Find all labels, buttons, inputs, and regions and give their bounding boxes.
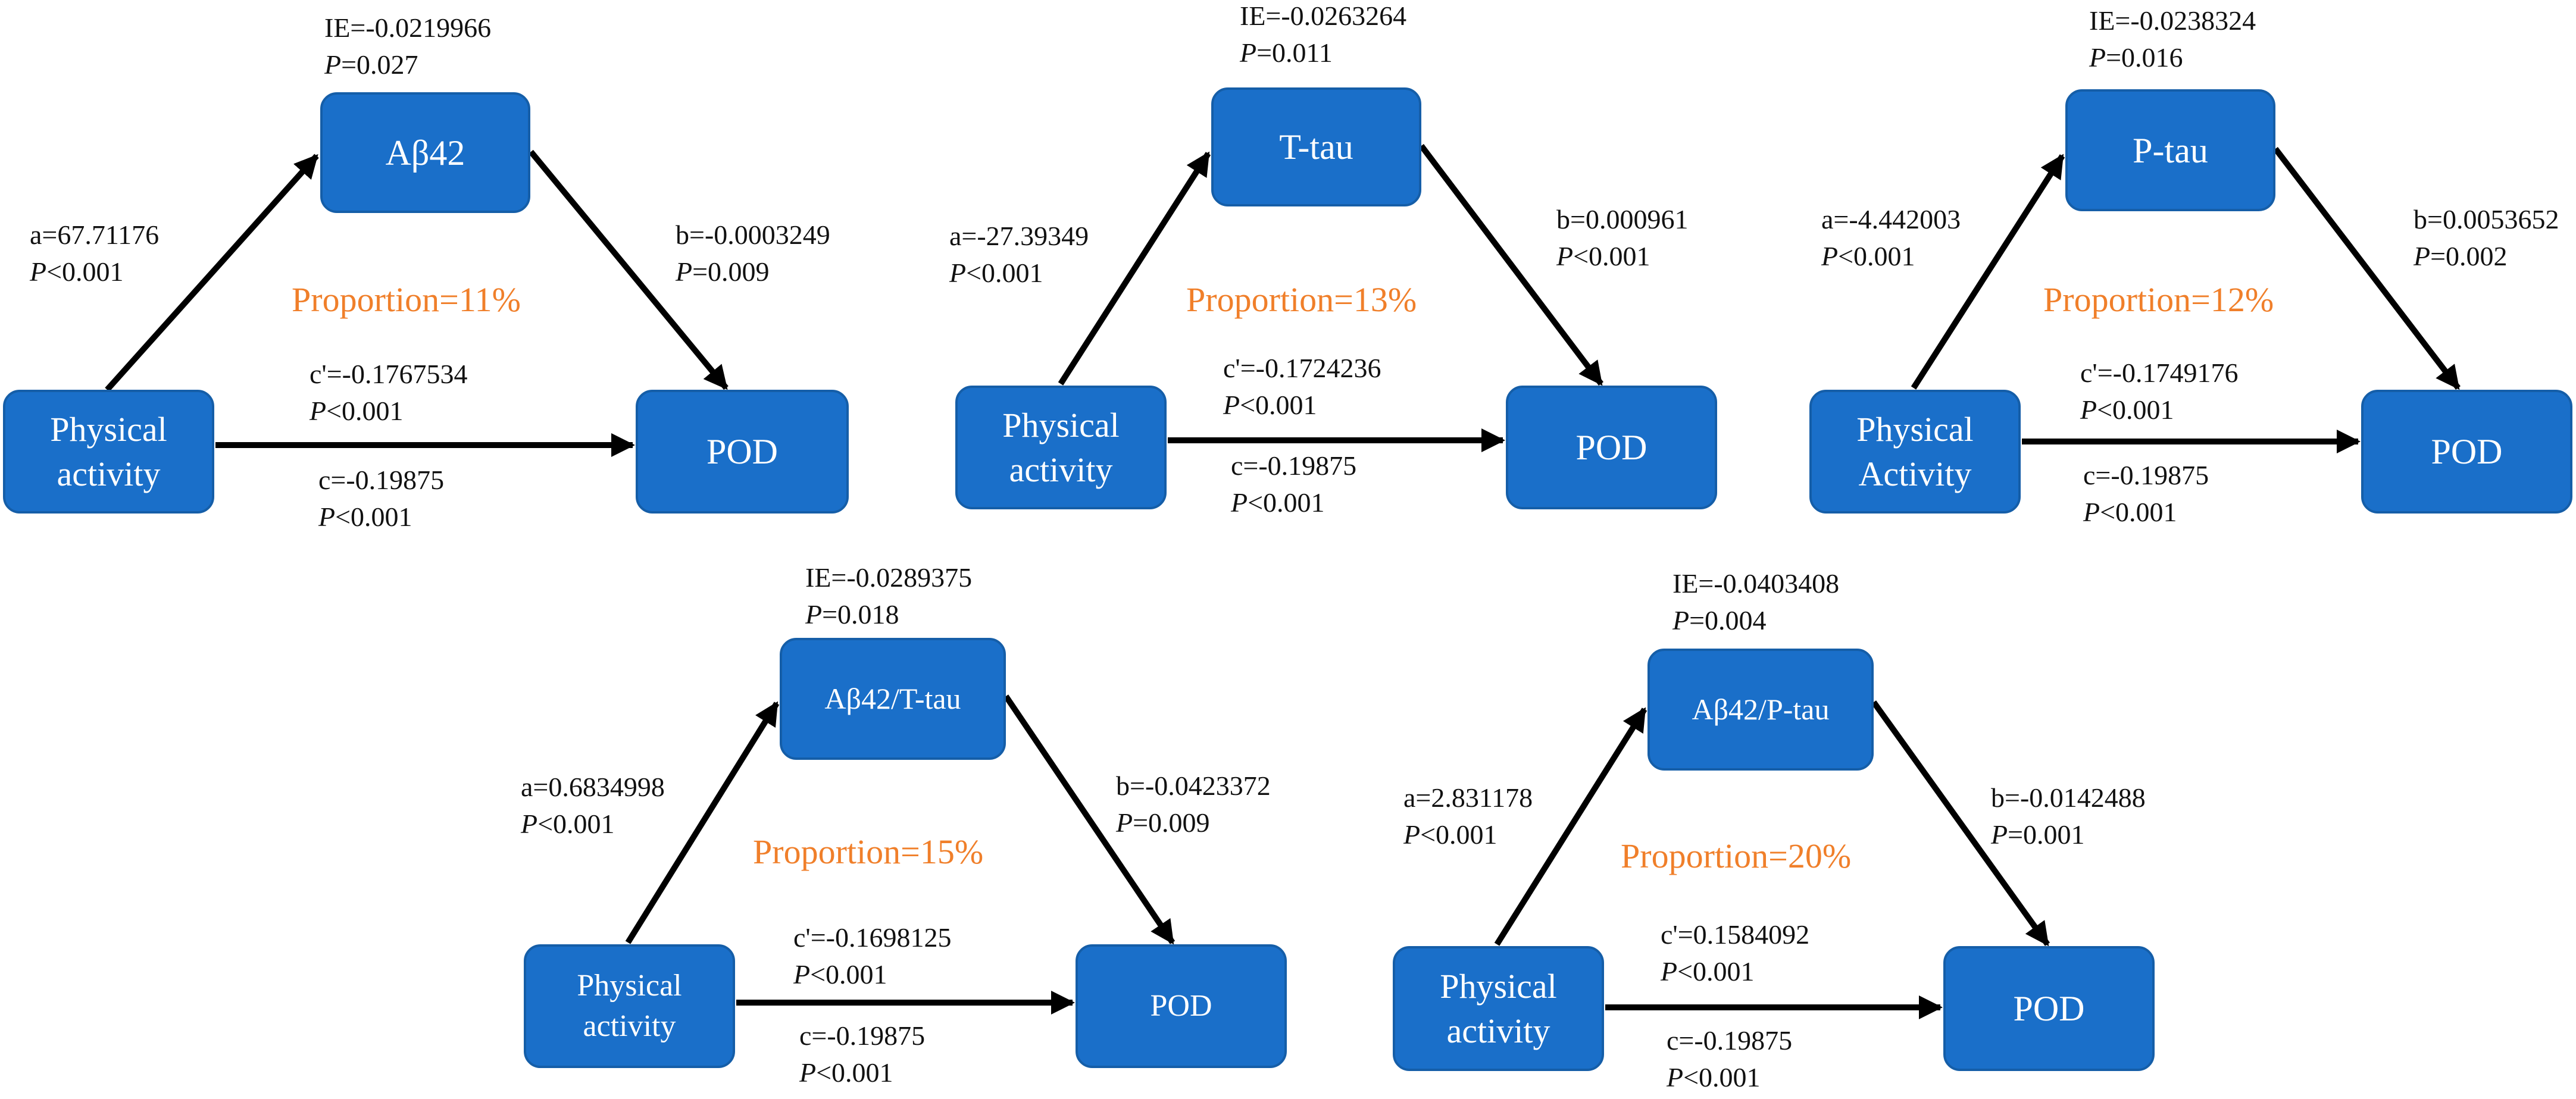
diagram-1-a-path-arrow [105, 154, 319, 392]
diagram-2-a-path-arrow [1058, 151, 1211, 386]
diagram-2-b-path-arrow [1419, 143, 1603, 386]
diagram-4-a-path-arrow [625, 701, 780, 944]
diagram-5-a-path-arrow [1494, 707, 1647, 946]
diagram-5-b-path-arrow [1871, 700, 2050, 947]
diagram-3-b-path-arrow [2273, 146, 2461, 390]
diagram-4-b-path-arrow [1003, 694, 1176, 945]
diagram-3-a-path-arrow [1911, 154, 2065, 390]
diagram-1-b-path-arrow [529, 149, 729, 390]
